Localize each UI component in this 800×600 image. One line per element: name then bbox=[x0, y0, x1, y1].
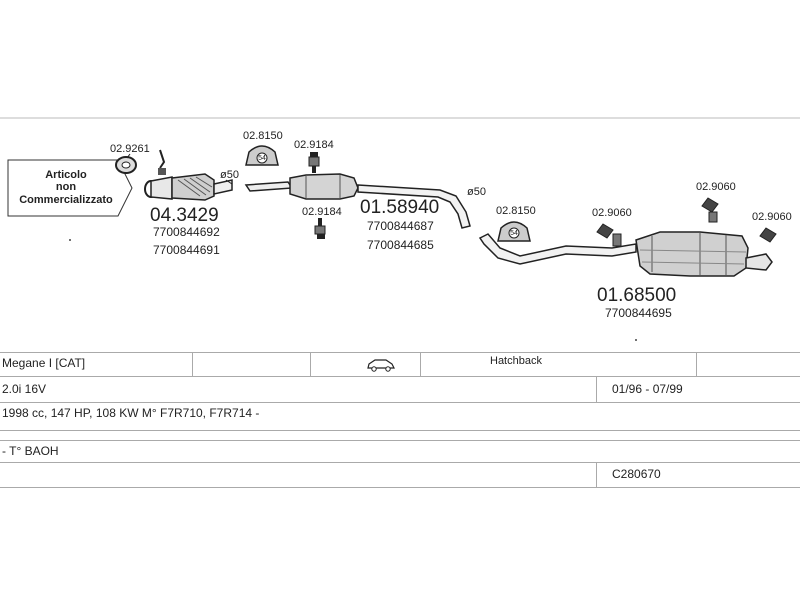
body-type: Hatchback bbox=[490, 355, 542, 367]
part-label-02-9060-a: 02.9060 bbox=[592, 207, 632, 219]
vehicle-info-table: Megane I [CAT] Hatchback 2.0i 16V 01/96 … bbox=[0, 352, 800, 488]
front-oem-1: 7700844692 bbox=[153, 225, 220, 239]
clamp-02-8150-b bbox=[497, 221, 531, 242]
part-label-02-8150-a: 02.8150 bbox=[243, 130, 283, 142]
table-row bbox=[0, 430, 800, 441]
note-line-1: Articolo bbox=[45, 169, 87, 181]
bolt-front bbox=[158, 149, 166, 175]
part-label-02-9184-a: 02.9184 bbox=[294, 139, 334, 151]
vehicle-note: - T° BAOH bbox=[2, 444, 59, 458]
clamp-size-a: 54 bbox=[258, 155, 266, 162]
clamp-02-8150-a bbox=[245, 145, 279, 166]
mount-02-9060-c bbox=[759, 227, 777, 243]
engine-specs: 1998 cc, 147 HP, 108 KW M° F7R710, F7R71… bbox=[2, 406, 260, 420]
rear-silencer-01-68500 bbox=[478, 231, 773, 277]
rear-oem-1: 7700844695 bbox=[605, 306, 672, 320]
table-row: 2.0i 16V 01/96 - 07/99 bbox=[0, 376, 800, 403]
gasket-02-9261 bbox=[115, 156, 137, 174]
front-oem-2: 7700844691 bbox=[153, 243, 220, 257]
section-code-middle: 01.58940 bbox=[360, 197, 439, 218]
not-available-box: Articolo non Commercializzato bbox=[7, 159, 133, 217]
note-line-2: non bbox=[56, 181, 76, 193]
front-pipe-04-3429 bbox=[144, 173, 233, 201]
note-line-3: Commercializzato bbox=[19, 194, 113, 206]
mount-02-9060-a bbox=[596, 223, 622, 247]
production-years: 01/96 - 07/99 bbox=[612, 382, 683, 396]
table-row: - T° BAOH bbox=[0, 440, 800, 465]
middle-oem-1: 7700844687 bbox=[367, 219, 434, 233]
part-label-02-9261: 02.9261 bbox=[110, 143, 150, 155]
table-row: Megane I [CAT] Hatchback bbox=[0, 352, 800, 377]
table-row: 1998 cc, 147 HP, 108 KW M° F7R710, F7R71… bbox=[0, 402, 800, 431]
section-code-rear: 01.68500 bbox=[597, 285, 676, 306]
middle-oem-2: 7700844685 bbox=[367, 238, 434, 252]
car-icon bbox=[366, 358, 396, 377]
table-row: C280670 bbox=[0, 462, 800, 488]
engine: 2.0i 16V bbox=[2, 382, 47, 396]
hanger-02-9184-b bbox=[314, 218, 326, 239]
clamp-size-b: 54 bbox=[510, 230, 518, 237]
section-code-front: 04.3429 bbox=[150, 205, 219, 226]
part-label-02-9184-b: 02.9184 bbox=[302, 206, 342, 218]
middle-silencer-01-58940 bbox=[244, 173, 471, 229]
diameter-label-2: ø50 bbox=[467, 186, 486, 198]
hanger-02-9184-a bbox=[308, 152, 320, 173]
part-label-02-9060-c: 02.9060 bbox=[752, 211, 792, 223]
vehicle-model: Megane I [CAT] bbox=[2, 356, 86, 370]
catalog-code: C280670 bbox=[612, 467, 661, 481]
part-label-02-9060-b: 02.9060 bbox=[696, 181, 736, 193]
diameter-label-1: ø50 bbox=[220, 169, 239, 181]
part-label-02-8150-b: 02.8150 bbox=[496, 205, 536, 217]
mount-02-9060-b bbox=[701, 197, 719, 223]
